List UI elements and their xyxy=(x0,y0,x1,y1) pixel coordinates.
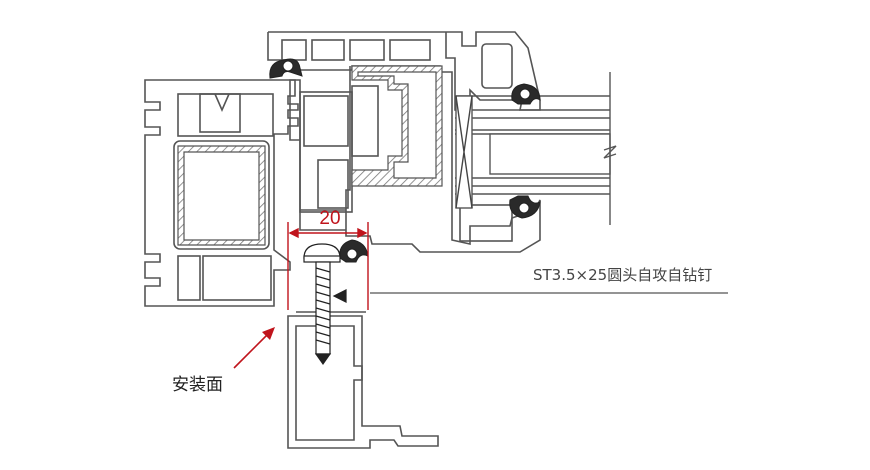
mounting-surface-arrow xyxy=(233,327,275,369)
dimension-value: 20 xyxy=(319,208,340,229)
sash-profile xyxy=(267,31,541,253)
gaskets xyxy=(269,58,541,263)
self-drilling-screw xyxy=(303,243,347,366)
insulated-glass-unit xyxy=(455,72,617,225)
mounting-surface-label: 安装面 xyxy=(172,375,223,395)
screw-label: ST3.5×25圆头自攻自钻钉 xyxy=(533,266,712,284)
steel-reinforcement-left xyxy=(177,145,266,246)
steel-reinforcement-sash xyxy=(351,65,443,187)
outer-frame-profile xyxy=(144,79,299,307)
dimension-20 xyxy=(287,222,369,310)
mounting-profile xyxy=(287,311,439,449)
